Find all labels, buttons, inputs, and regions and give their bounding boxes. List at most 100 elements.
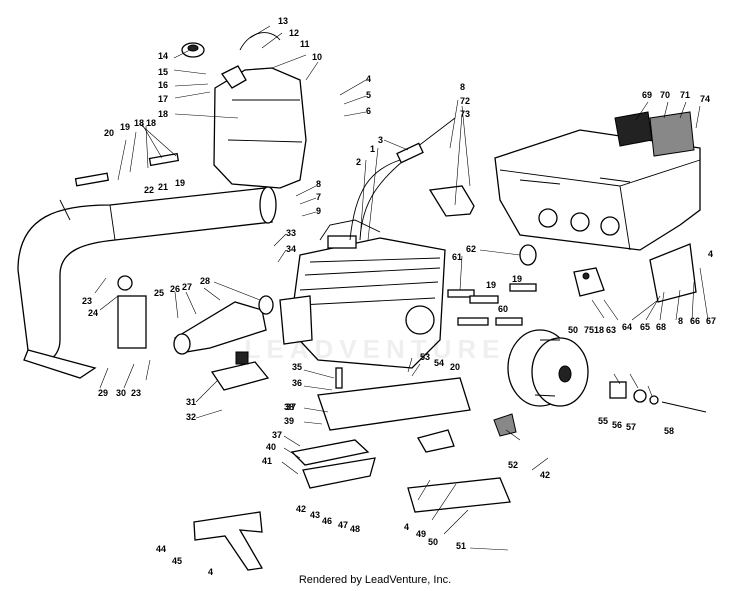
callout-55: 55: [598, 416, 608, 426]
clutch-bolt-58: [661, 401, 707, 413]
callout-33: 33: [286, 228, 296, 238]
callout-23: 23: [82, 296, 92, 306]
callout-49: 49: [416, 529, 426, 539]
callout-52: 52: [508, 460, 518, 470]
callout-4: 4: [208, 567, 213, 577]
callout-26: 26: [170, 284, 180, 294]
callout-72: 72: [460, 96, 470, 106]
fuel-hose-18: [457, 317, 489, 326]
fuel-hose-61: [447, 289, 475, 298]
callout-64: 64: [622, 322, 632, 332]
callout-4: 4: [366, 74, 371, 84]
callout-57: 57: [626, 422, 636, 432]
leader-lines: [94, 25, 709, 551]
bracket-73: [428, 185, 475, 217]
bracket-45: [193, 511, 264, 571]
callout-18: 17: [158, 94, 168, 104]
callout-34: 34: [286, 244, 296, 254]
callout-60: 60: [498, 304, 508, 314]
callout-51: 51: [456, 541, 466, 551]
rubber-mount-52: [493, 413, 517, 437]
fuel-hose-19d: [148, 152, 180, 167]
bracket-49: [407, 477, 511, 513]
callout-30: 30: [116, 388, 126, 398]
grommet-24: [117, 275, 133, 291]
callout-15: 15: [158, 67, 168, 77]
callout-50: 50: [568, 325, 578, 335]
fuel-hose-19b: [509, 283, 537, 292]
callout-50: 50: [428, 537, 438, 547]
callout-6: 6: [366, 106, 371, 116]
callout-75: 75: [584, 325, 594, 335]
fuel-cap: [181, 42, 205, 58]
callout-8: 8: [316, 179, 321, 189]
engine: [279, 219, 446, 369]
callout-10: 10: [312, 52, 322, 62]
mount-plate-31: [210, 361, 270, 391]
callout-35: 35: [292, 362, 302, 372]
callout-70: 70: [660, 90, 670, 100]
fuel-pump: [573, 267, 605, 297]
bracket-37: [290, 439, 370, 466]
callouts: 1 2 3 4 4 4 4 5 6 7 8 8 8 9 10 11 12 13 …: [82, 16, 716, 577]
callout-41: 41: [262, 456, 272, 466]
washer-57: [649, 395, 659, 405]
callout-19: 19: [512, 274, 522, 284]
choke-cable: [359, 154, 411, 241]
callout-42: 42: [296, 504, 306, 514]
filter-element-71: [649, 111, 695, 157]
callout-19: 19: [120, 122, 130, 132]
fuel-tank: [213, 65, 307, 189]
callout-54: 54: [434, 358, 444, 368]
exhaust-manifold: [173, 301, 267, 355]
callout-53: 53: [420, 352, 430, 362]
callout-18: 18: [594, 325, 604, 335]
cable-clip: [396, 142, 424, 164]
callout-44: 44: [156, 544, 166, 554]
callout-65: 65: [640, 322, 650, 332]
callout-1: 1: [370, 144, 375, 154]
callout-46: 46: [322, 516, 332, 526]
callout-69: 69: [642, 90, 652, 100]
plate-65: [649, 243, 697, 303]
callout-8: 8: [678, 316, 683, 326]
callout-42: 42: [540, 470, 550, 480]
callout-20: 20: [450, 362, 460, 372]
callout-43: 43: [310, 510, 320, 520]
fuel-hose-19a: [469, 295, 499, 304]
callout-7: 7: [316, 192, 321, 202]
callout-2: 2: [356, 157, 361, 167]
fuel-line: [239, 32, 281, 51]
callout-28: 28: [200, 276, 210, 286]
callout-4: 4: [404, 522, 409, 532]
callout-67: 67: [706, 316, 716, 326]
callout-19: 19: [486, 280, 496, 290]
callout-37: 37: [272, 430, 282, 440]
callout-32: 32: [186, 412, 196, 422]
muffler-bracket: [117, 295, 147, 349]
callout-20: 20: [104, 128, 114, 138]
drive-clutch: [507, 329, 589, 407]
callout-37: 37: [286, 402, 296, 412]
callout-21: 21: [158, 182, 168, 192]
callout-36: 36: [292, 378, 302, 388]
callout-12: 12: [289, 28, 299, 38]
callout-14: 14: [158, 51, 168, 61]
rubber-mount: [235, 351, 249, 365]
air-silencer: [494, 129, 701, 251]
mount-bolt-35: [335, 367, 343, 389]
callout-40: 40: [266, 442, 276, 452]
cover-46: [417, 429, 455, 453]
watermark: LEADVENTURE: [244, 334, 505, 364]
callout-61: 61: [452, 252, 462, 262]
exhaust-muffler: [17, 186, 277, 379]
callout-13: 13: [278, 16, 288, 26]
callout-56: 56: [612, 420, 622, 430]
fuel-hose-19c: [74, 172, 110, 187]
callout-66: 66: [690, 316, 700, 326]
callout-48: 48: [350, 524, 360, 534]
callout-63: 63: [606, 325, 616, 335]
bracket-47: [302, 457, 376, 489]
callout-74: 74: [700, 94, 710, 104]
